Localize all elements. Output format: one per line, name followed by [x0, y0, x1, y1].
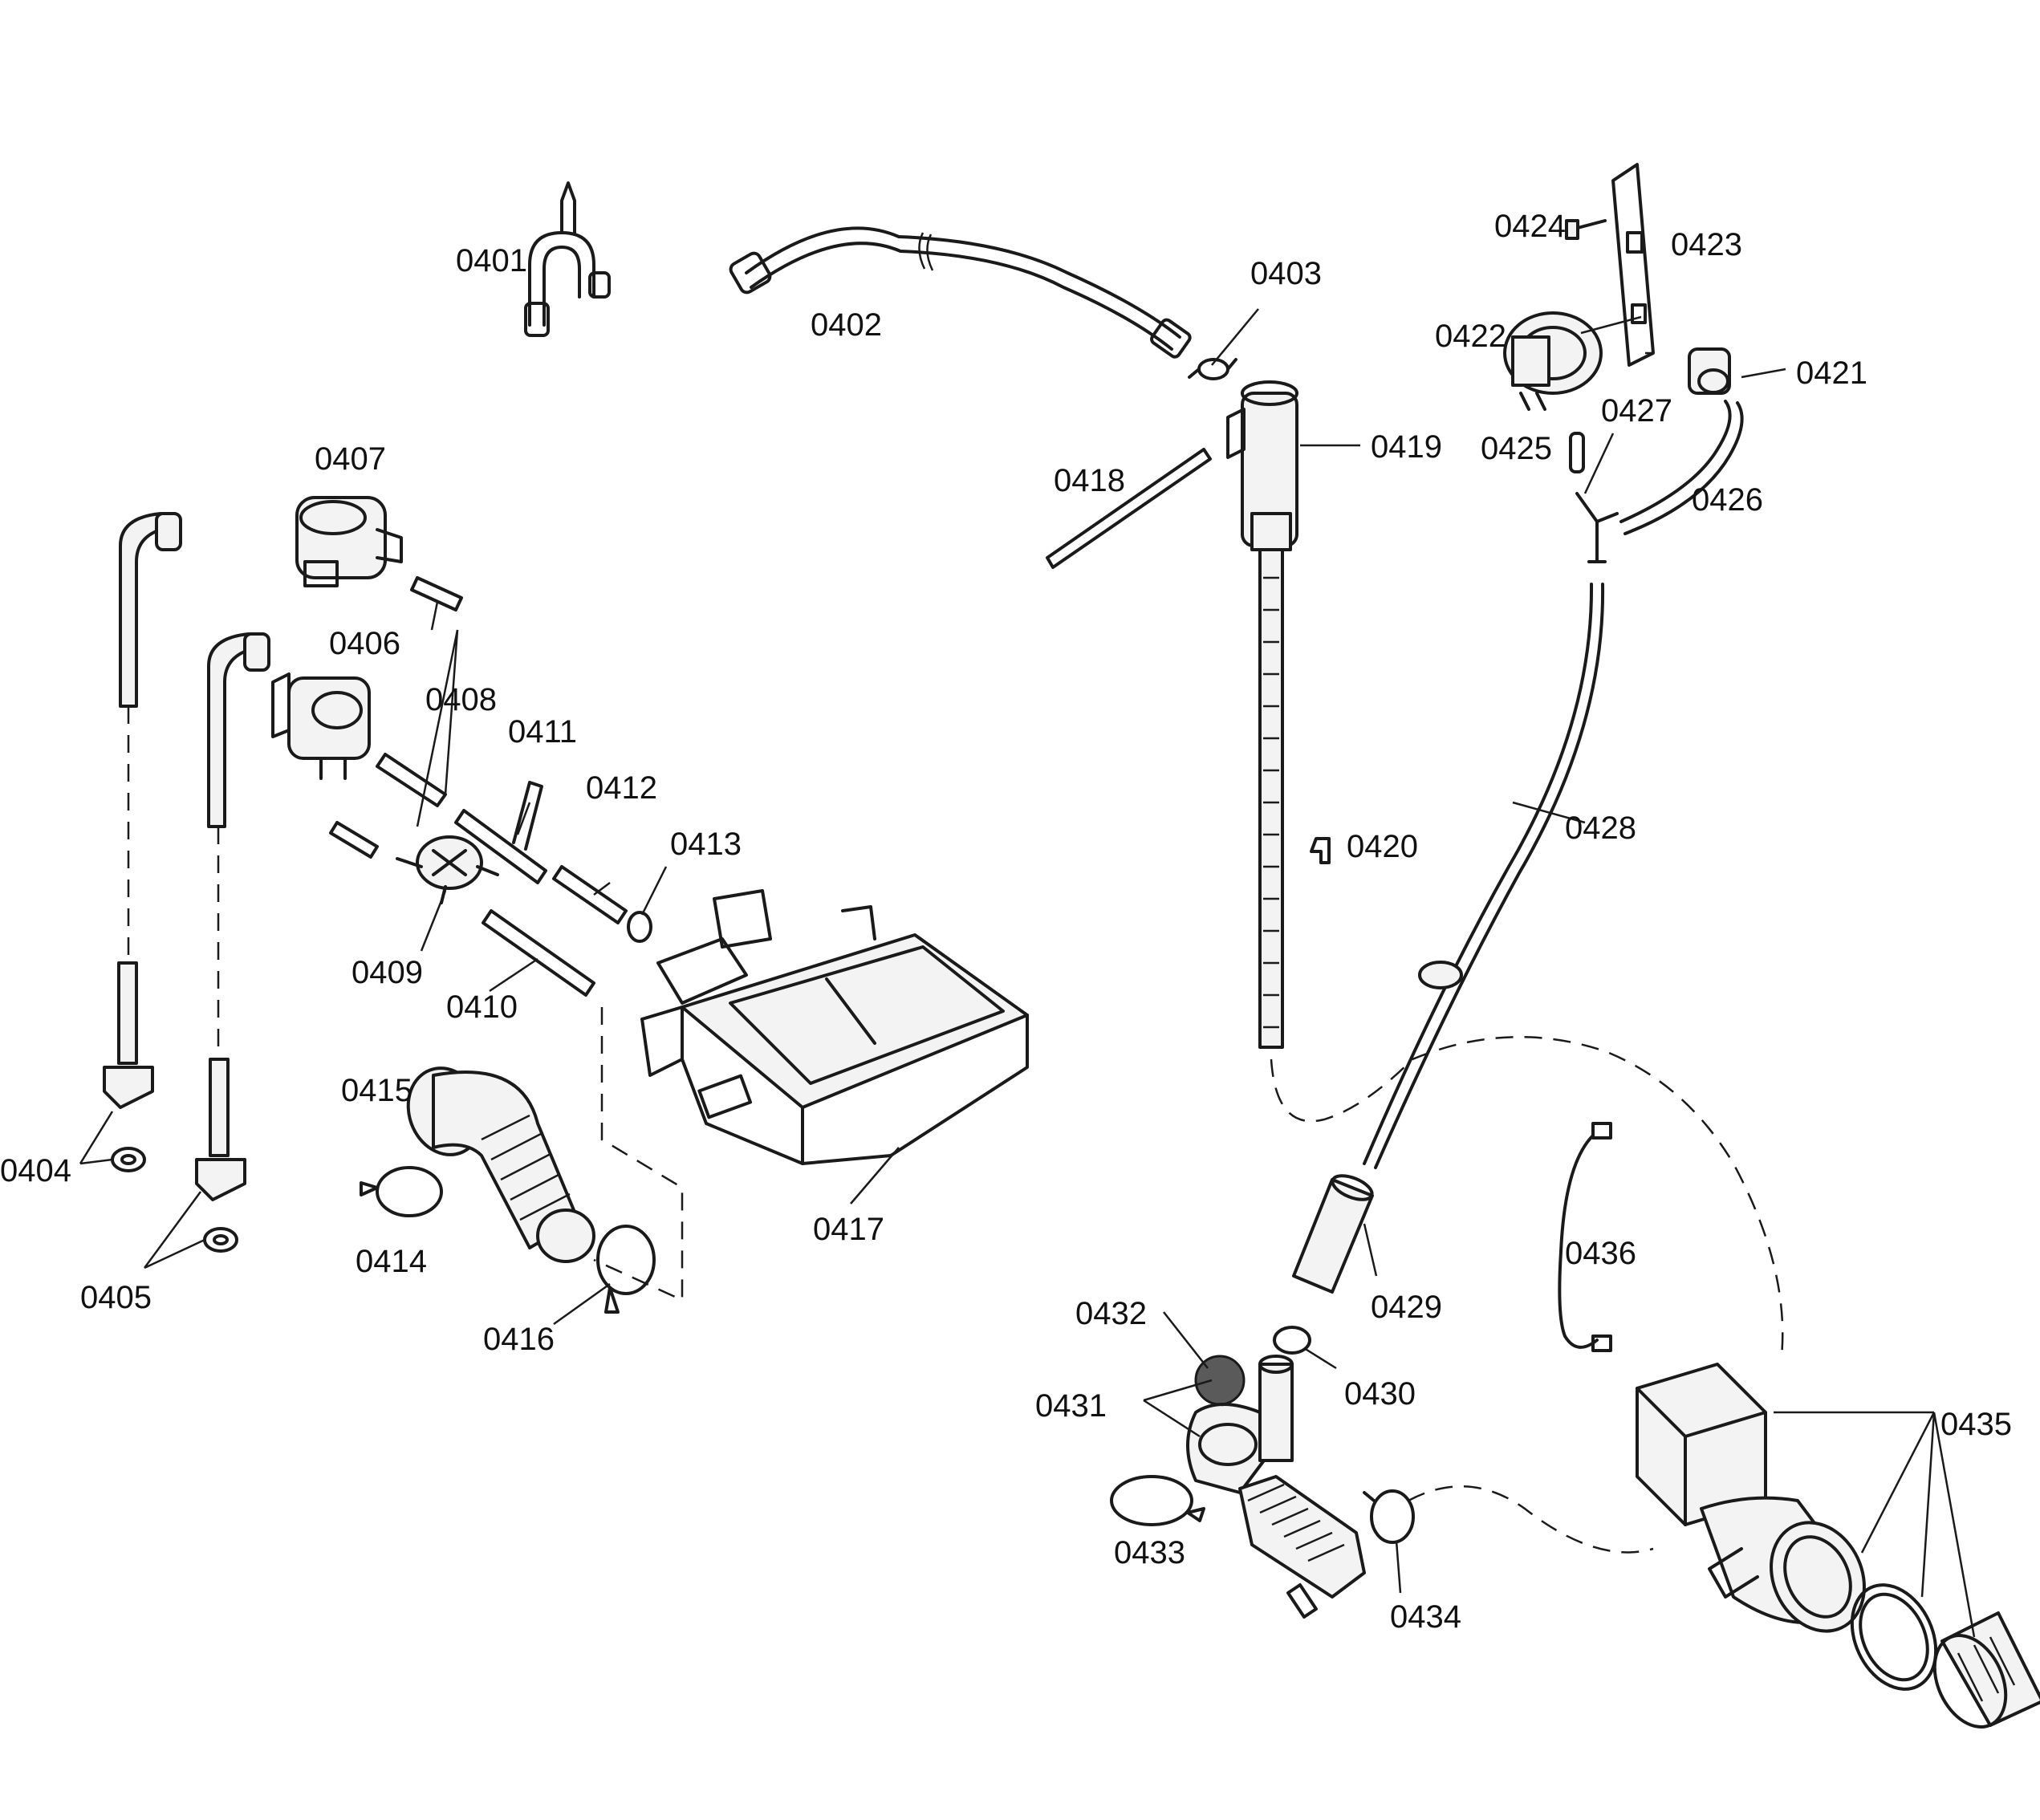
assembly-dash-lines: [127, 706, 1784, 1554]
part-0421-connector: [1688, 347, 1731, 395]
label-0425[interactable]: 0425: [1481, 431, 1552, 466]
label-0412[interactable]: 0412: [586, 770, 657, 806]
part-0415-bellows-hose: [406, 1066, 595, 1263]
label-0401[interactable]: 0401: [456, 243, 527, 278]
label-0406[interactable]: 0406: [329, 626, 400, 661]
label-0405[interactable]: 0405: [80, 1280, 152, 1315]
label-0436[interactable]: 0436: [1565, 1236, 1636, 1271]
label-0428[interactable]: 0428: [1565, 810, 1636, 846]
label-0413[interactable]: 0413: [670, 827, 742, 862]
part-0405-washer: [203, 1227, 238, 1253]
part-0429-air-chamber: [1292, 1174, 1374, 1294]
part-0428-long-hose: [1363, 583, 1605, 1169]
part-0419-level-column: [1226, 380, 1298, 1049]
label-0402[interactable]: 0402: [811, 307, 882, 343]
label-0433[interactable]: 0433: [1114, 1535, 1185, 1570]
label-0411[interactable]: 0411: [508, 714, 577, 750]
part-labels: 0401 0402 0403 0404 0405 0406 0407 0408 …: [0, 209, 2012, 1635]
label-0423[interactable]: 0423: [1671, 227, 1742, 262]
label-0403[interactable]: 0403: [1250, 256, 1322, 291]
label-0422[interactable]: 0422: [1435, 319, 1506, 354]
part-0413-clip: [627, 911, 652, 943]
part-0423-bracket: [1611, 163, 1655, 367]
label-0426[interactable]: 0426: [1692, 482, 1763, 518]
label-0407[interactable]: 0407: [315, 441, 386, 477]
label-0409[interactable]: 0409: [352, 955, 423, 990]
part-0404-inlet-elbow: [103, 512, 182, 1109]
part-0412-tube: [552, 865, 628, 924]
part-0405-inlet-elbow: [195, 632, 270, 1201]
label-0430[interactable]: 0430: [1344, 1376, 1416, 1412]
part-0407-valve: [295, 496, 403, 587]
part-0436-wire-harness: [1558, 1122, 1612, 1352]
label-0427[interactable]: 0427: [1601, 393, 1672, 429]
label-0432[interactable]: 0432: [1075, 1296, 1147, 1331]
part-0426-hose: [1619, 400, 1744, 535]
part-0420-clip: [1310, 837, 1331, 864]
label-0416[interactable]: 0416: [483, 1322, 555, 1357]
part-0409-distributor: [396, 835, 499, 904]
part-0435-drain-pump: [1636, 1363, 2040, 1729]
label-0421[interactable]: 0421: [1796, 355, 1867, 391]
label-0410[interactable]: 0410: [446, 989, 518, 1025]
part-0403-hose-clip: [1188, 358, 1237, 380]
part-0433-clamp: [1110, 1475, 1205, 1526]
part-0418-rod: [1046, 448, 1212, 569]
part-0422-pressure-switch: [1503, 311, 1603, 411]
part-0406-valve: [271, 672, 371, 780]
leader-lines: [79, 308, 1976, 1638]
label-0408[interactable]: 0408: [425, 682, 497, 717]
label-0418[interactable]: 0418: [1054, 463, 1125, 498]
part-0402-inlet-hose: [729, 226, 1192, 359]
part-0408-tube: [329, 576, 463, 859]
part-0434-clamp: [1363, 1489, 1415, 1544]
part-0404-washer: [111, 1147, 146, 1172]
part-0416-clamp: [596, 1225, 656, 1314]
part-0414-clamp: [360, 1166, 443, 1217]
label-0434[interactable]: 0434: [1390, 1599, 1461, 1635]
label-0431[interactable]: 0431: [1035, 1388, 1107, 1424]
label-0404[interactable]: 0404: [0, 1153, 71, 1188]
label-0424[interactable]: 0424: [1494, 209, 1566, 244]
label-0417[interactable]: 0417: [813, 1212, 884, 1247]
label-0415[interactable]: 0415: [341, 1073, 412, 1108]
label-0429[interactable]: 0429: [1371, 1290, 1442, 1325]
label-0414[interactable]: 0414: [356, 1244, 427, 1279]
label-0419[interactable]: 0419: [1371, 429, 1442, 465]
part-0424-screw: [1565, 219, 1607, 240]
part-0417-dispenser-housing: [640, 889, 1029, 1165]
label-0435[interactable]: 0435: [1940, 1407, 2012, 1442]
part-0411-y-tube: [454, 781, 547, 884]
part-0427-t-connector: [1575, 492, 1619, 563]
part-0425-small-tube: [1569, 432, 1585, 473]
part-0430-clamp: [1273, 1326, 1311, 1355]
part-0401-y-piece: [524, 181, 611, 337]
part-0431-sump: [1186, 1355, 1366, 1619]
label-0420[interactable]: 0420: [1347, 829, 1418, 864]
part-0410-tube: [482, 909, 595, 997]
